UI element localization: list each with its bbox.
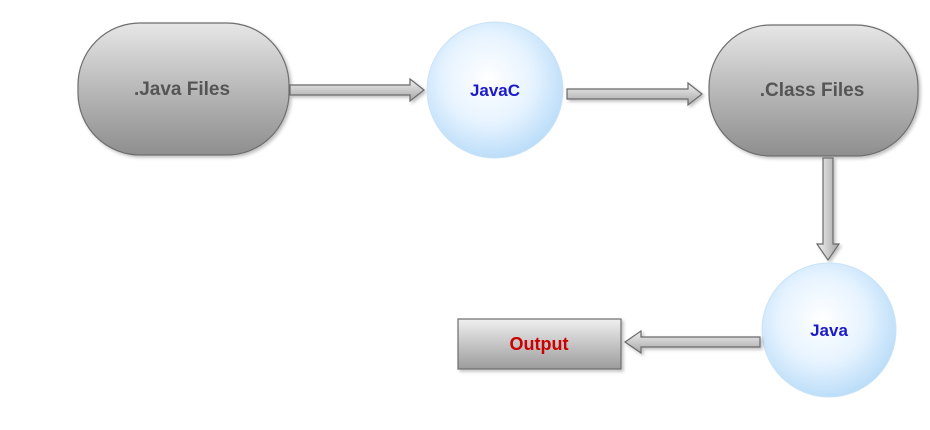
output-node: Output: [457, 318, 622, 370]
java-circle: [761, 262, 897, 398]
javac-label: JavaC: [470, 81, 520, 100]
arrow-java-to-output: [623, 329, 761, 355]
arrow-class-files-to-java: [815, 157, 841, 262]
javac-node: JavaC: [426, 21, 564, 159]
java-files-node: .Java Files: [77, 22, 290, 156]
output-shape: [457, 318, 622, 370]
class-files-label: .Class Files: [760, 80, 865, 101]
java-node: Java: [761, 262, 897, 398]
output-label: Output: [510, 334, 569, 354]
java-files-label: .Java Files: [134, 79, 230, 100]
java-label: Java: [810, 321, 848, 340]
java-files-shape: [77, 22, 290, 156]
arrow-javac-to-class-files: [566, 81, 703, 107]
arrow-java-files-to-javac: [289, 77, 425, 103]
class-files-node: .Class Files: [708, 24, 919, 157]
class-files-shape: [708, 24, 919, 157]
javac-circle: [426, 21, 564, 159]
